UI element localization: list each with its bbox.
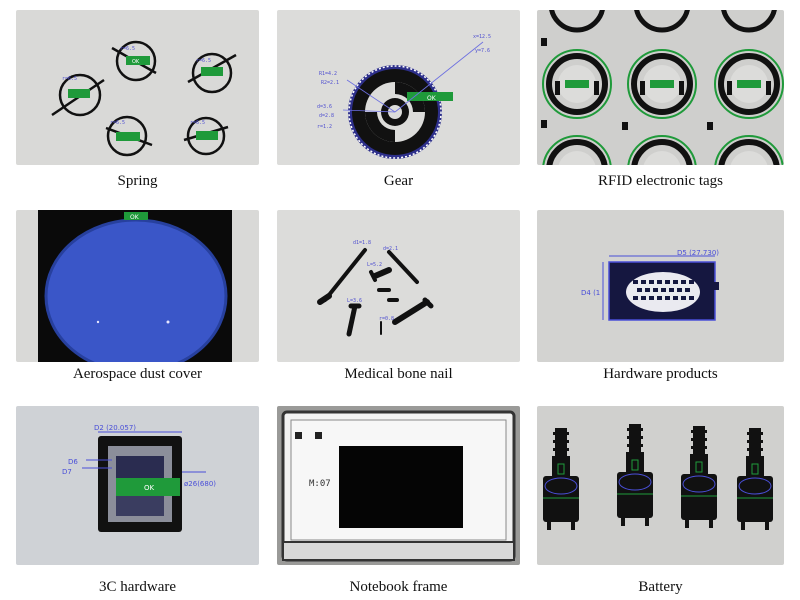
svg-text:R1=4.2: R1=4.2 — [319, 71, 337, 77]
caption-gear: Gear — [383, 173, 414, 189]
battery-image — [537, 406, 784, 565]
caption-dust-cover: Aerospace dust cover — [72, 366, 203, 382]
svg-text:OK: OK — [144, 484, 155, 492]
caption-notebook: Notebook frame — [349, 579, 448, 595]
svg-text:x=12.5: x=12.5 — [473, 34, 491, 40]
svg-text:r=1.2: r=1.2 — [317, 124, 332, 130]
notebook-image: M:07 — [277, 406, 520, 565]
notebook-cell: M:07 Notebook frame — [277, 406, 520, 598]
svg-text:d=2.1: d=2.1 — [383, 246, 398, 252]
svg-text:D7: D7 — [62, 468, 72, 476]
c3-hardware-cell: OK D2 (20.057) D6 D7 ø26(680) 3C hardwar… — [16, 406, 259, 598]
spring-cell: r=6.5 r=6.5 r=6.5 r=6.5 r=6.5 OK Spring — [16, 10, 259, 195]
svg-text:r=6.5: r=6.5 — [190, 120, 205, 126]
svg-text:OK: OK — [427, 95, 437, 102]
hardware-top-label: D5 (27.730) — [677, 249, 719, 257]
hardware-image: D5 (27.730) D4 (1 — [537, 210, 784, 362]
svg-text:d=3.6: d=3.6 — [317, 104, 332, 110]
spring-image: r=6.5 r=6.5 r=6.5 r=6.5 r=6.5 OK — [16, 10, 259, 165]
svg-text:r=6.5: r=6.5 — [110, 120, 125, 126]
svg-text:D6: D6 — [68, 458, 78, 466]
rfid-cell: RFID electronic tags — [537, 10, 784, 195]
caption-hardware: Hardware products — [603, 366, 718, 382]
svg-text:d1=1.8: d1=1.8 — [353, 240, 371, 246]
notebook-mark: M:07 — [309, 479, 331, 489]
svg-text:L=3.6: L=3.6 — [347, 298, 362, 304]
caption-c3-hardware: 3C hardware — [98, 579, 177, 595]
dust-cover-cell: OK Aerospace dust cover — [16, 210, 259, 388]
rfid-image — [537, 10, 784, 165]
hardware-left-label: D4 (1 — [581, 289, 600, 297]
dust-cover-image: OK — [16, 210, 259, 362]
svg-text:r=6.5: r=6.5 — [196, 58, 211, 64]
svg-text:OK: OK — [130, 214, 140, 221]
spring-ok: OK — [132, 59, 140, 65]
c3-hardware-image: OK D2 (20.057) D6 D7 ø26(680) — [16, 406, 259, 565]
svg-text:D2 (20.057): D2 (20.057) — [94, 424, 136, 432]
battery-cell: Battery — [537, 406, 784, 598]
svg-text:R2=2.1: R2=2.1 — [321, 80, 339, 86]
svg-text:r=6.5: r=6.5 — [62, 76, 77, 82]
svg-text:y=7.6: y=7.6 — [475, 48, 490, 54]
caption-spring: Spring — [117, 173, 158, 189]
svg-text:L=5.2: L=5.2 — [367, 262, 382, 268]
svg-text:d=2.8: d=2.8 — [319, 113, 334, 119]
caption-rfid: RFID electronic tags — [598, 173, 723, 189]
hardware-cell: D5 (27.730) D4 (1 Hardware products — [537, 210, 784, 388]
svg-text:ø26(680): ø26(680) — [184, 480, 216, 488]
svg-text:r=0.8: r=0.8 — [379, 316, 394, 322]
svg-text:r=6.5: r=6.5 — [120, 46, 135, 52]
caption-bone-nail: Medical bone nail — [344, 366, 453, 382]
caption-battery: Battery — [638, 579, 683, 595]
